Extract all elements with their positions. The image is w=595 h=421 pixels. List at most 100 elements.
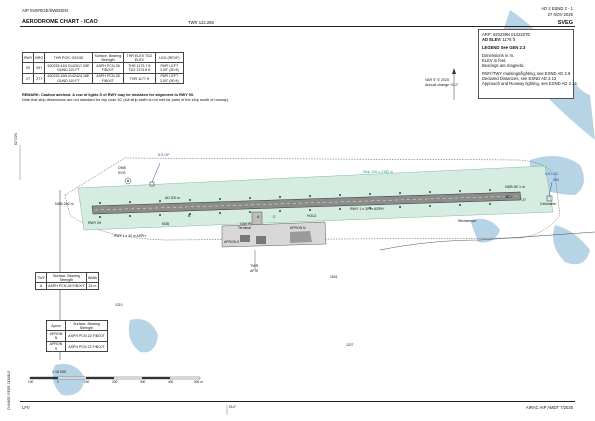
table-row: RWY BRG THR POS, GEOID Surface, Bearing … [21, 51, 185, 64]
table-header: Width [85, 271, 100, 284]
remark: REMARK: Caution advised. A row of lights… [22, 93, 195, 97]
table-cell: 097 [33, 62, 46, 74]
table-header: RWY [21, 51, 35, 64]
apron-n-label: APRON N [290, 226, 306, 230]
strip-dimension: Strip 100 x 2180 m [363, 170, 394, 174]
lake-shape [52, 363, 85, 396]
ils-loc-id: IND [553, 178, 560, 182]
table-row: A ASPH PCN 28 F/B/X/T 15 m [35, 282, 100, 290]
scale-tick: 200 [112, 380, 118, 384]
footer-divider [20, 401, 575, 402]
table-cell: PAPI LEFT 3.00° (50 ft) [154, 72, 185, 85]
lake-shape [552, 225, 590, 265]
table-row: TWY Surface, Bearing Strength Width [35, 271, 100, 284]
table-cell: APRON N [45, 330, 67, 342]
spot-elevation: 1210 [115, 303, 123, 307]
table-cell: THR 1173.7 ft TDZ 1174.8 ft [122, 62, 156, 74]
table-cell: 277 [33, 72, 46, 85]
table-cell: 15 m [85, 282, 100, 290]
table-cell: 620235.41N 0142017.09E GUND 110 FT [44, 62, 93, 74]
elev-value: 1176 ft [502, 37, 515, 43]
ref-line: Approach and Runway lighting, see ESND A… [482, 81, 578, 87]
table-cell: ASPH PCN 28 F/B/X/T [91, 72, 124, 85]
table-cell: APRON S [45, 340, 67, 353]
aerodrome-name: SVEG [557, 20, 573, 26]
footer-publisher: LFV [22, 405, 30, 410]
variation-line1: VAR 5° E 2025 [425, 78, 449, 82]
table-header: Surface, Bearing Strength [65, 319, 108, 332]
latitude-label: 62°03'N [14, 133, 18, 145]
table-cell: ASPH PCN 22 F/B/X/T [65, 330, 108, 342]
taxiway-label: B [188, 214, 191, 218]
dme-id: SVG [118, 171, 126, 175]
terminal-label: Terminal [238, 226, 251, 230]
table-cell: ASPH PCN 28 F/B/X/T [45, 282, 87, 290]
windsensor-label: Windsensor [458, 219, 476, 223]
table-row: Apron Surface, Bearing Strength [45, 319, 108, 332]
table-header: THR ELEV TDZ ELEV [122, 51, 156, 64]
fence [64, 157, 561, 241]
runway-south-label: RWY 1 x 30 m ASPH [114, 234, 146, 238]
page-ref: AD 2 ESND 2 - 1 [541, 6, 573, 11]
change-note: CHANGE: REDR. DOUBLE [7, 370, 11, 410]
header-divider [20, 26, 575, 27]
lake-shape [470, 218, 500, 243]
table-row: 09 097 620235.41N 0142017.09E GUND 110 F… [21, 62, 185, 74]
building [290, 231, 312, 243]
arp-label: ARP: [482, 32, 492, 37]
aerodrome-info-box: ARP: 620239N 0142207E AD ELEV: 1176 ft L… [478, 29, 578, 99]
publisher: AIP SVERIGE/SWEDEN [22, 8, 68, 13]
gas-pl-label: GAS PL [240, 222, 253, 226]
elev-label: AD ELEV: [482, 37, 502, 43]
hold-label: HOLD [307, 214, 317, 218]
issue-date: 27 NOV 2025 [547, 12, 573, 17]
table-header: TWY [35, 271, 47, 284]
scale-tick: 300 [140, 380, 146, 384]
scale-tick: 0 [57, 380, 59, 384]
table-header: THR POS, GEOID [44, 51, 93, 64]
table-row: APRON S ASPH PCN 22 F/B/X/T [45, 340, 108, 353]
dme-label: DME [118, 166, 126, 170]
table-cell: PAPI LEFT 3.00° (50 ft) [154, 62, 185, 74]
taxiway-label: C [273, 215, 276, 219]
remark-note: Note that strip dimensions are not stand… [22, 98, 230, 102]
longitude-label: 014° [229, 405, 237, 409]
afis-label: AFIS [250, 269, 258, 273]
taxiway-table: TWY Surface, Bearing Strength Width A AS… [35, 271, 100, 290]
table-cell: ASPH PCN 28 F/B/X/T [91, 62, 124, 74]
scale-tick: 400 [168, 380, 174, 384]
road [379, 231, 595, 251]
rwy09-designator: RWY 09 [88, 221, 102, 225]
spot-elevation: 1227 [346, 343, 354, 347]
note-line: Dimensions in m. [482, 53, 515, 59]
table-header: LDG (REVF) [154, 51, 185, 64]
arp-value: 620239N 0142207E [492, 32, 531, 37]
scale-tick: 100 [28, 380, 34, 384]
table-row: APRON N ASPH PCN 22 F/B/X/T [45, 330, 108, 342]
thr27-label: NDB 5K 1 m [505, 185, 525, 189]
taxiway-label: A [257, 215, 260, 219]
table-header: Surface, Bearing Strength [45, 271, 87, 284]
table-row: 27 277 620232.16N 0142424.18E GUND 110 F… [21, 72, 185, 85]
footer-amendment: AIRAC AIP AMDT 7/2025 [525, 405, 573, 410]
ceilometer-label: Ceilometer [540, 202, 557, 206]
table-header: Apron [45, 319, 67, 332]
ndb-label: NDB [162, 222, 170, 226]
chart-title: AERODROME CHART - ICAO [22, 19, 98, 25]
table-cell: ASPH PCN 22 F/B/X/T [65, 340, 108, 353]
table-cell: THR 1177 ft [122, 72, 156, 85]
lake-shape [128, 319, 158, 353]
wdi-label: WDI [505, 195, 512, 199]
note-line: ELEV in feet. [482, 58, 507, 64]
apron-s-label: APRON S [224, 240, 240, 244]
spot-elevation: 1184 [330, 275, 338, 279]
ref-line: RWY/TWY markings/lighting, see ESND AD 2… [482, 71, 571, 77]
scale-tick: 100 [84, 380, 90, 384]
runway-dimension: RWY 1 x 30 m ASPH [350, 207, 384, 211]
rwy27-designator: 27 [522, 198, 526, 202]
twr-frequency: TWR 122.285 [188, 20, 214, 25]
ils-loc-label: ILS LOC [545, 172, 559, 176]
scale-tick: 500 m [194, 380, 203, 384]
scale-label: 1:18 000 [52, 370, 66, 374]
